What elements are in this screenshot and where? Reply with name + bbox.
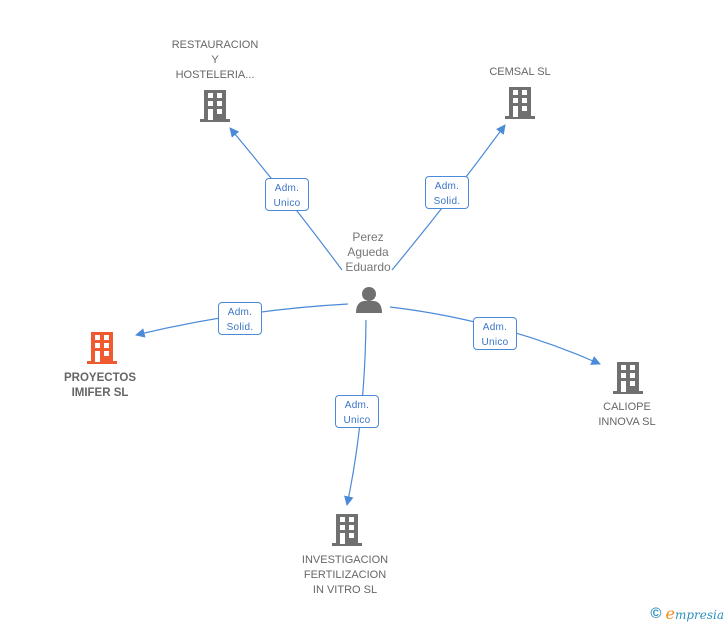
relation-label-investigacion: Adm. Unico: [335, 395, 379, 428]
relation-label-restauracion: Adm. Unico: [265, 178, 309, 211]
empresia-logo[interactable]: empresia: [665, 604, 724, 623]
relation-label-cemsal: Adm. Solid.: [425, 176, 469, 209]
copyright-icon: ©: [650, 605, 662, 622]
building-icon-caliope[interactable]: [613, 362, 643, 394]
person-label[interactable]: Perez Agueda Eduardo: [345, 230, 391, 274]
company-label-cemsal[interactable]: CEMSAL SL: [489, 66, 551, 78]
relation-label-proyectos: Adm. Solid.: [218, 302, 262, 335]
relation-label-caliope: Adm. Unico: [473, 317, 517, 350]
company-label-caliope[interactable]: CALIOPE INNOVA SL: [598, 401, 656, 428]
person-icon[interactable]: [356, 287, 382, 313]
footer-brand: © empresia: [650, 604, 724, 623]
building-icon-proyectos[interactable]: [87, 332, 117, 364]
building-icon-restauracion[interactable]: [200, 90, 230, 122]
building-icon-cemsal[interactable]: [505, 87, 535, 119]
company-label-investigacion[interactable]: INVESTIGACION FERTILIZACION IN VITRO SL: [301, 554, 389, 596]
building-icon-investigacion[interactable]: [332, 514, 362, 546]
company-label-proyectos[interactable]: PROYECTOS IMIFER SL: [64, 372, 136, 399]
brand-name: mpresia: [674, 608, 724, 622]
brand-initial: e: [665, 604, 675, 623]
company-label-restauracion[interactable]: RESTAURACION Y HOSTELERIA...: [171, 39, 259, 81]
